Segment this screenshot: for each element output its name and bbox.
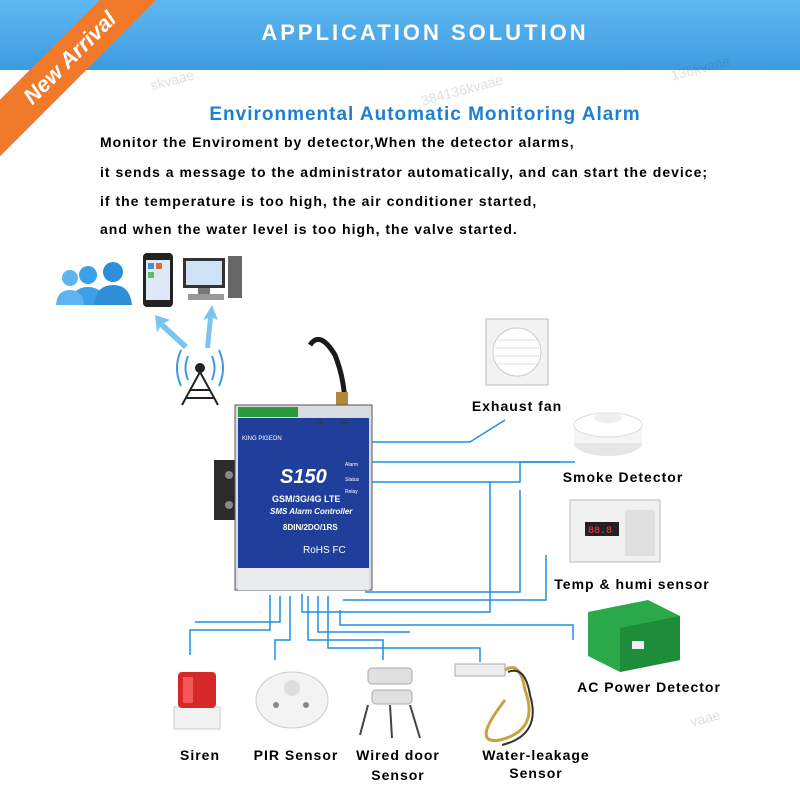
device-line-3: 8DIN/2DO/1RS <box>283 523 338 532</box>
antenna-tower-icon <box>176 349 224 406</box>
computer-icon <box>183 256 242 300</box>
svg-text:88.8: 88.8 <box>588 526 612 537</box>
device-status-relay: Relay <box>345 489 358 495</box>
signal-arrows-icon <box>155 305 218 349</box>
device-line-1: GSM/3G/4G LTE <box>272 494 341 504</box>
label-exhaust-fan: Exhaust fan <box>471 398 563 414</box>
s150-device <box>214 404 373 591</box>
device-status-status: Status <box>345 477 360 483</box>
label-siren: Siren <box>179 747 220 763</box>
description-line-4: and when the water level is too high, th… <box>100 221 518 237</box>
label-wired-door-2: Sensor <box>371 767 425 783</box>
label-smoke-detector: Smoke Detector <box>562 469 684 485</box>
label-wired-door-1: Wired door <box>356 747 440 763</box>
device-model: S150 <box>280 466 327 488</box>
label-water-leakage-1: Water-leakage <box>482 747 590 763</box>
siren-icon <box>173 672 221 730</box>
temp-humidity-sensor-icon: 88.8 <box>569 499 661 563</box>
pir-sensor-icon <box>255 671 329 729</box>
device-port-ant: ANT <box>340 420 350 426</box>
label-pir-sensor: PIR Sensor <box>253 747 339 763</box>
ac-power-detector-icon <box>588 600 680 672</box>
label-temp-humi-sensor: Temp & humi sensor <box>554 576 710 592</box>
wired-door-sensor-icon <box>359 667 421 739</box>
users-icon <box>56 262 132 305</box>
smoke-detector-icon <box>573 412 643 456</box>
smartphone-icon <box>143 253 173 307</box>
label-ac-power-detector: AC Power Detector <box>577 679 721 695</box>
antenna-cable <box>307 336 348 409</box>
wiring <box>189 419 575 662</box>
device-status-alarm: Alarm <box>345 462 359 468</box>
device-port-usb: USB <box>313 420 324 426</box>
banner-title: APPLICATION SOLUTION <box>261 20 589 45</box>
exhaust-fan-icon <box>485 318 549 386</box>
description-line-1: Monitor the Enviroment by detector,When … <box>100 134 575 150</box>
device-line-2: SMS Alarm Controller <box>270 507 353 516</box>
description-line-2: it sends a message to the administrator … <box>100 164 709 180</box>
page-subtitle: Environmental Automatic Monitoring Alarm <box>209 104 641 125</box>
device-brand: KING PIGEON <box>242 436 282 442</box>
water-leakage-sensor-icon <box>454 663 534 746</box>
description-line-3: if the temperature is too high, the air … <box>100 193 538 209</box>
device-certification: RoHS FC <box>303 545 346 556</box>
label-water-leakage-2: Sensor <box>509 765 563 781</box>
